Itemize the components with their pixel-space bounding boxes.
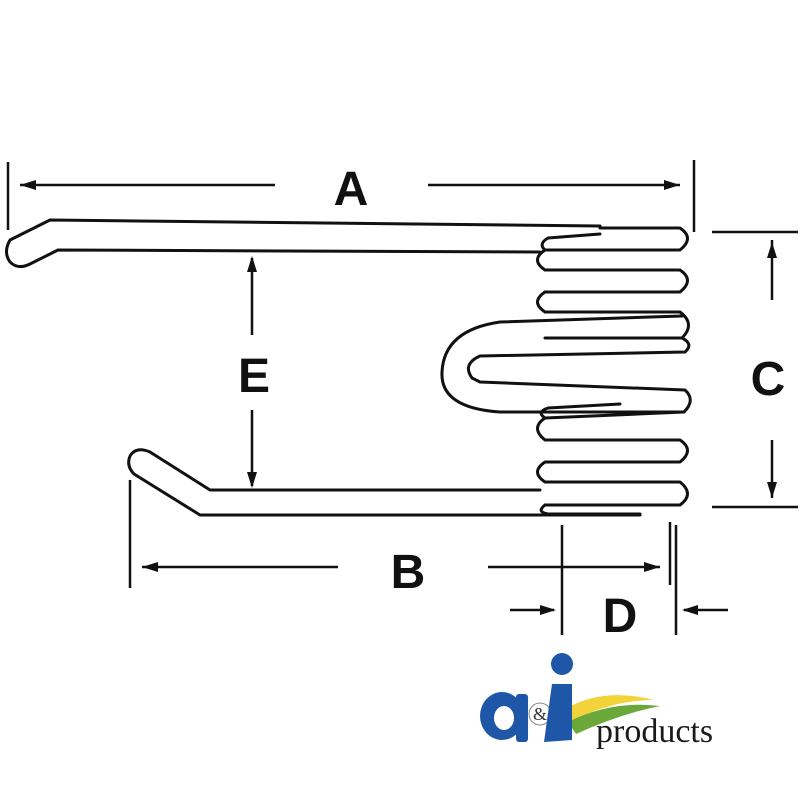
logo-ampersand: & bbox=[533, 704, 547, 724]
ai-products-logo: & products bbox=[480, 653, 713, 750]
label-b: B bbox=[391, 546, 426, 599]
upper-tine-arm bbox=[5, 218, 602, 269]
label-e: E bbox=[238, 350, 270, 403]
upper-coil bbox=[536, 226, 690, 340]
logo-products-word: products bbox=[596, 713, 713, 750]
logo-swoosh-green bbox=[568, 704, 660, 734]
dimension-e bbox=[247, 256, 257, 488]
dimension-a bbox=[6, 160, 696, 232]
lower-coil bbox=[536, 402, 689, 516]
dimension-lines bbox=[6, 160, 798, 635]
dimension-c bbox=[712, 230, 798, 509]
label-d: D bbox=[603, 590, 638, 643]
logo-letter-a bbox=[480, 692, 528, 742]
label-a: A bbox=[334, 163, 369, 216]
lower-tine-arm bbox=[127, 448, 642, 517]
center-u-loop bbox=[440, 314, 692, 414]
dimension-d bbox=[510, 525, 728, 635]
label-c: C bbox=[751, 353, 786, 406]
logo-letter-i bbox=[544, 653, 573, 742]
spring-tine-drawing bbox=[5, 218, 692, 517]
dimension-b bbox=[128, 480, 672, 588]
